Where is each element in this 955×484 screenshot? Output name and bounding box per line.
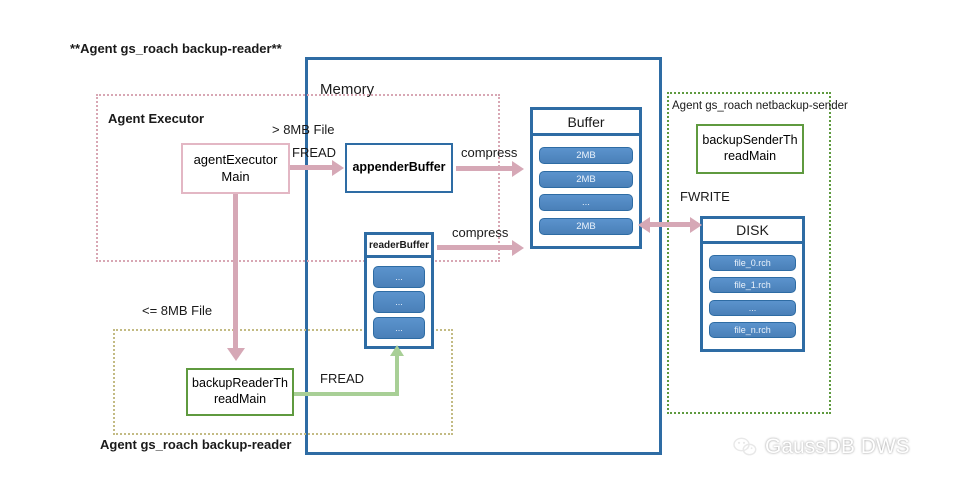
arrow-compress-top-shaft [456,166,514,171]
disk-chip: ... [709,299,796,316]
arrow-fwrite-head-left [638,216,650,233]
disk-panel-title: DISK [703,219,802,244]
agent-executor-main-line2: Main [221,168,250,184]
edge-label-fread-bottom: FREAD [320,371,365,386]
backup-sender-thread-node[interactable]: backupSenderTh readMain [696,124,804,174]
arrow-lte8mb-head [226,348,245,361]
arrow-fwrite-shaft [650,222,698,227]
arrow-lte8mb-shaft [233,194,238,350]
backup-reader-thread-line2: readMain [213,392,267,406]
buffer-panel-title: Buffer [533,110,639,136]
arrow-fread-bottom-head [390,345,404,356]
arrow-fread-top-shaft [290,165,334,170]
arrow-compress-bottom-head [512,239,524,256]
reader-buffer-chip: ... [373,291,425,313]
diagram-title: **Agent gs_roach backup-reader** [70,41,282,56]
agent-executor-main-line1: agentExecutor [193,152,278,168]
buffer-chip: ... [539,194,633,212]
buffer-chip: 2MB [539,146,633,164]
disk-chip: file_1.rch [709,277,796,294]
disk-panel: DISK file_0.rch file_1.rch ... file_n.rc… [700,216,805,352]
disk-panel-body: file_0.rch file_1.rch ... file_n.rch [703,244,802,349]
watermark: GaussDB DWS [733,435,910,459]
edge-label-lte8mb: <= 8MB File [142,303,213,318]
reader-buffer-chip: ... [373,265,425,288]
agent-executor-main-node[interactable]: agentExecutor Main [181,143,290,194]
disk-chip: file_0.rch [709,254,796,271]
buffer-panel-body: 2MB 2MB ... 2MB [533,136,639,246]
reader-buffer-chip: ... [373,316,425,339]
arrow-compress-top-head [512,160,524,177]
reader-buffer-panel-body: ... ... ... [367,258,431,346]
appender-buffer-node[interactable]: appenderBuffer [345,143,453,193]
edge-label-gt8mb: > 8MB File [272,122,335,137]
watermark-label: GaussDB DWS [765,435,910,458]
arrow-fread-bottom-shaft-v [395,355,399,393]
arrow-fread-top-head [332,159,344,176]
agent-executor-region [96,94,500,262]
arrow-fwrite-head-right [690,216,702,233]
netbackup-sender-label: Agent gs_roach netbackup-sender [672,100,848,112]
backup-reader-label: Agent gs_roach backup-reader [100,437,292,452]
edge-label-fread-top: FREAD [292,145,337,160]
backup-reader-region [113,329,453,435]
reader-buffer-panel: readerBuffer ... ... ... [364,232,434,349]
backup-reader-thread-line1: backupReaderTh [192,376,288,391]
buffer-chip: 2MB [539,218,633,236]
wechat-logo-icon [733,437,757,457]
netbackup-sender-region [667,92,831,414]
edge-label-fwrite: FWRITE [680,189,730,204]
agent-executor-label: Agent Executor [108,111,205,126]
arrow-fread-bottom-shaft-h [294,392,399,396]
backup-sender-thread-line2: readMain [723,149,777,163]
edge-label-compress-bottom: compress [452,225,509,240]
memory-label: Memory [320,81,375,98]
reader-buffer-panel-title: readerBuffer [367,235,431,258]
buffer-panel: Buffer 2MB 2MB ... 2MB [530,107,642,249]
disk-chip: file_n.rch [709,322,796,339]
backup-sender-thread-line1: backupSenderTh [702,133,798,148]
backup-reader-thread-node[interactable]: backupReaderTh readMain [186,368,294,416]
appender-buffer-label: appenderBuffer [352,160,446,175]
buffer-chip: 2MB [539,170,633,188]
edge-label-compress-top: compress [461,145,518,160]
arrow-compress-bottom-shaft [437,245,514,250]
memory-region [305,57,662,455]
